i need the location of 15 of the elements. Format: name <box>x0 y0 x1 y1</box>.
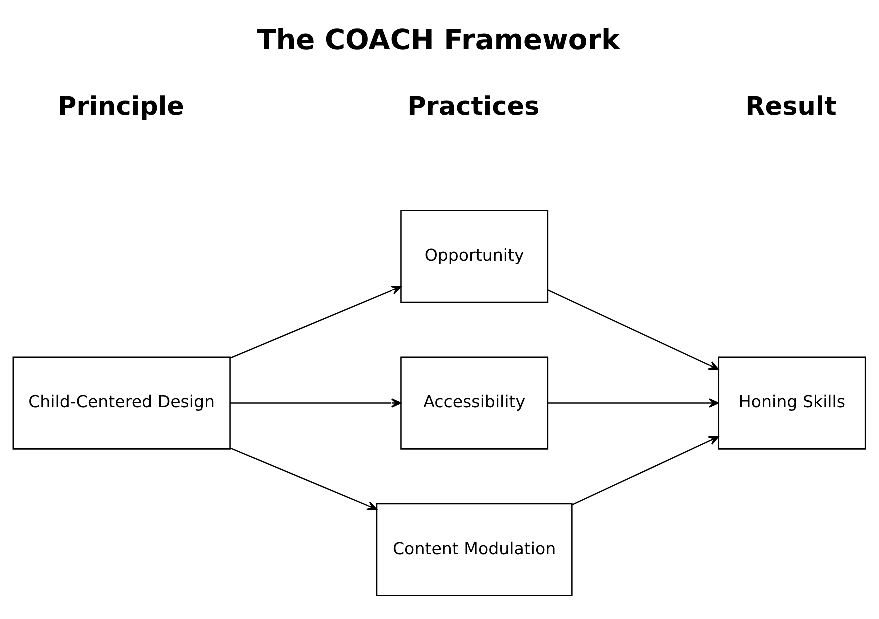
node-box: Opportunity <box>400 210 549 304</box>
label: Result <box>746 92 837 122</box>
node-box: Accessibility <box>400 356 549 450</box>
arrow <box>230 286 402 359</box>
arrow <box>572 436 720 506</box>
arrow <box>548 398 720 408</box>
arrow <box>230 448 378 510</box>
arrow <box>548 290 720 370</box>
diagram-title: The COACH Framework <box>257 23 620 56</box>
node-box: Child-Centered Design <box>12 356 231 450</box>
label: Principle <box>58 92 184 122</box>
label: Practices <box>408 92 540 122</box>
node-box: Content Modulation <box>376 503 573 597</box>
node-box: Honing Skills <box>718 356 866 450</box>
arrow <box>230 398 402 408</box>
